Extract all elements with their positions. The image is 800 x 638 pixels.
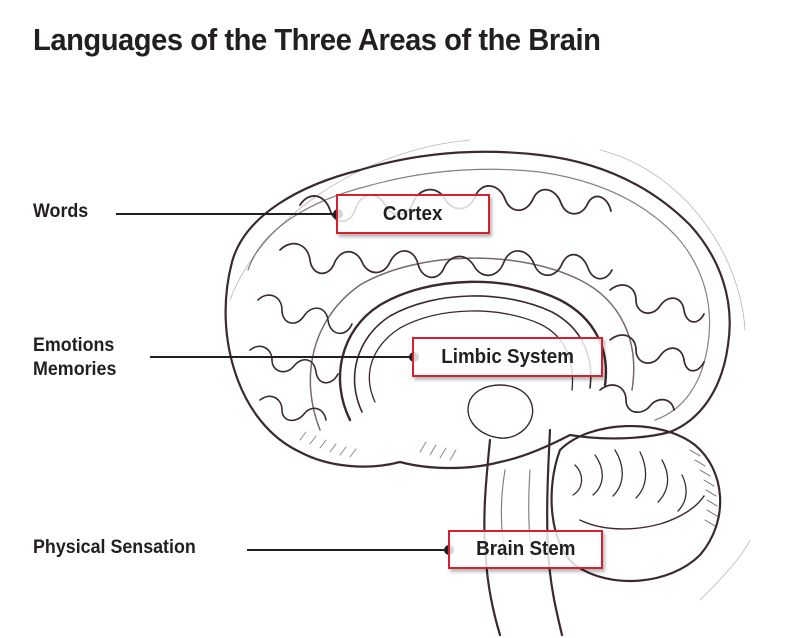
leader-line-brain-stem <box>247 549 449 551</box>
area-label-brain-stem: Brain Stem <box>475 538 576 560</box>
leader-line-limbic <box>150 356 414 358</box>
page-title: Languages of the Three Areas of the Brai… <box>33 22 601 57</box>
area-label-limbic-system: Limbic System <box>441 345 574 368</box>
area-box-limbic-system: Limbic System <box>412 337 603 377</box>
area-label-cortex: Cortex <box>383 202 443 225</box>
language-label-physical-sensation: Physical Sensation <box>33 537 196 558</box>
area-box-cortex: Cortex <box>336 194 490 234</box>
corpus-callosum <box>338 280 608 422</box>
language-label-words: Words <box>33 201 89 222</box>
area-box-brain-stem: Brain Stem <box>448 530 603 569</box>
language-label-emotions: Emotions <box>33 335 115 356</box>
language-label-memories: Memories <box>33 359 117 380</box>
leader-line-cortex <box>116 213 338 215</box>
